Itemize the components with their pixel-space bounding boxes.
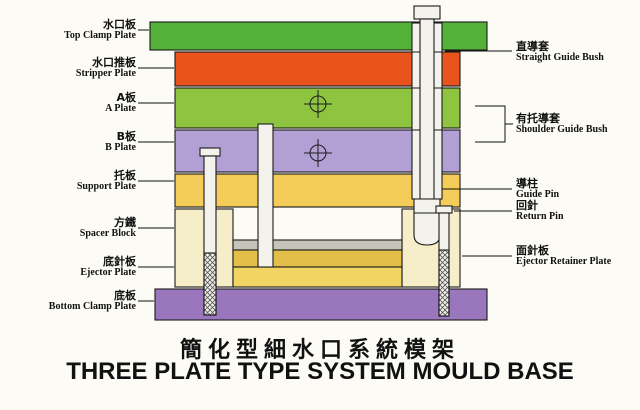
label-straight-guide-bush: 直導套 Straight Guide Bush [516,41,638,63]
label-spacer-block-en: Spacer Block [79,228,136,239]
ejector-plate-shape [232,266,403,288]
label-return-pin: 回針 Return Pin [516,200,638,222]
title-english: THREE PLATE TYPE SYSTEM MOULD BASE [66,358,574,385]
label-support-plate-zh: 托板 [114,169,136,182]
label-bottom-clamp-plate: 底板 Bottom Clamp Plate [0,290,136,312]
label-guide-pin-en: Guide Pin [516,189,560,200]
label-straight-guide-bush-en: Straight Guide Bush [516,52,604,63]
label-top-clamp-plate: 水口板 Top Clamp Plate [0,19,136,41]
label-b-plate: B板 B Plate [0,131,136,153]
label-spacer-block-zh: 方鐵 [114,216,136,229]
label-bottom-clamp-plate-zh: 底板 [114,289,136,302]
return-pin-thread-shape [438,249,450,317]
label-guide-pin: 導柱 Guide Pin [516,178,638,200]
label-return-pin-en: Return Pin [516,211,564,222]
left-guide-pin-head-shape [199,147,221,157]
title-chinese: 簡化型細水口系統模架 [179,338,460,363]
label-ejector-retainer-plate-zh: 面針板 [516,244,549,257]
label-a-plate-zh: A板 [116,91,136,104]
label-a-plate-en: A Plate [105,103,136,114]
label-top-clamp-plate-en: Top Clamp Plate [64,30,136,41]
label-support-plate: 托板 Support Plate [0,170,136,192]
guide-pin-shaft-shape [419,18,435,200]
label-ejector-plate: 底針板 Ejector Plate [0,256,136,278]
label-spacer-block: 方鐵 Spacer Block [0,217,136,239]
label-stripper-plate-zh: 水口推板 [92,56,136,69]
label-stripper-plate-en: Stripper Plate [75,68,136,79]
label-shoulder-guide-bush-zh: 有托導套 [516,112,560,125]
label-b-plate-zh: B板 [116,130,136,143]
label-shoulder-guide-bush: 有托導套 Shoulder Guide Bush [516,113,638,135]
label-ejector-retainer-plate-en: Ejector Retainer Plate [516,256,612,267]
center-mark-icon [304,90,332,167]
label-guide-pin-zh: 導柱 [516,177,538,190]
label-return-pin-zh: 回針 [516,199,538,212]
label-top-clamp-plate-zh: 水口板 [103,18,136,31]
label-shoulder-guide-bush-en: Shoulder Guide Bush [516,124,608,135]
return-pin-head-shape [435,205,453,214]
guide-pin-cap-shape [413,5,441,20]
center-pin-shaft-shape [257,123,274,268]
left-guide-pin-thread-shape [203,252,217,316]
label-support-plate-en: Support Plate [76,181,136,192]
label-bottom-clamp-plate-en: Bottom Clamp Plate [48,301,136,312]
label-stripper-plate: 水口推板 Stripper Plate [0,57,136,79]
label-ejector-retainer-plate: 面針板 Ejector Retainer Plate [516,245,638,267]
label-straight-guide-bush-zh: 直導套 [516,40,549,53]
label-a-plate: A板 A Plate [0,92,136,114]
label-b-plate-en: B Plate [105,142,136,153]
leader-lines [138,29,513,302]
label-ejector-plate-zh: 底針板 [103,255,136,268]
label-ejector-plate-en: Ejector Plate [80,267,136,278]
